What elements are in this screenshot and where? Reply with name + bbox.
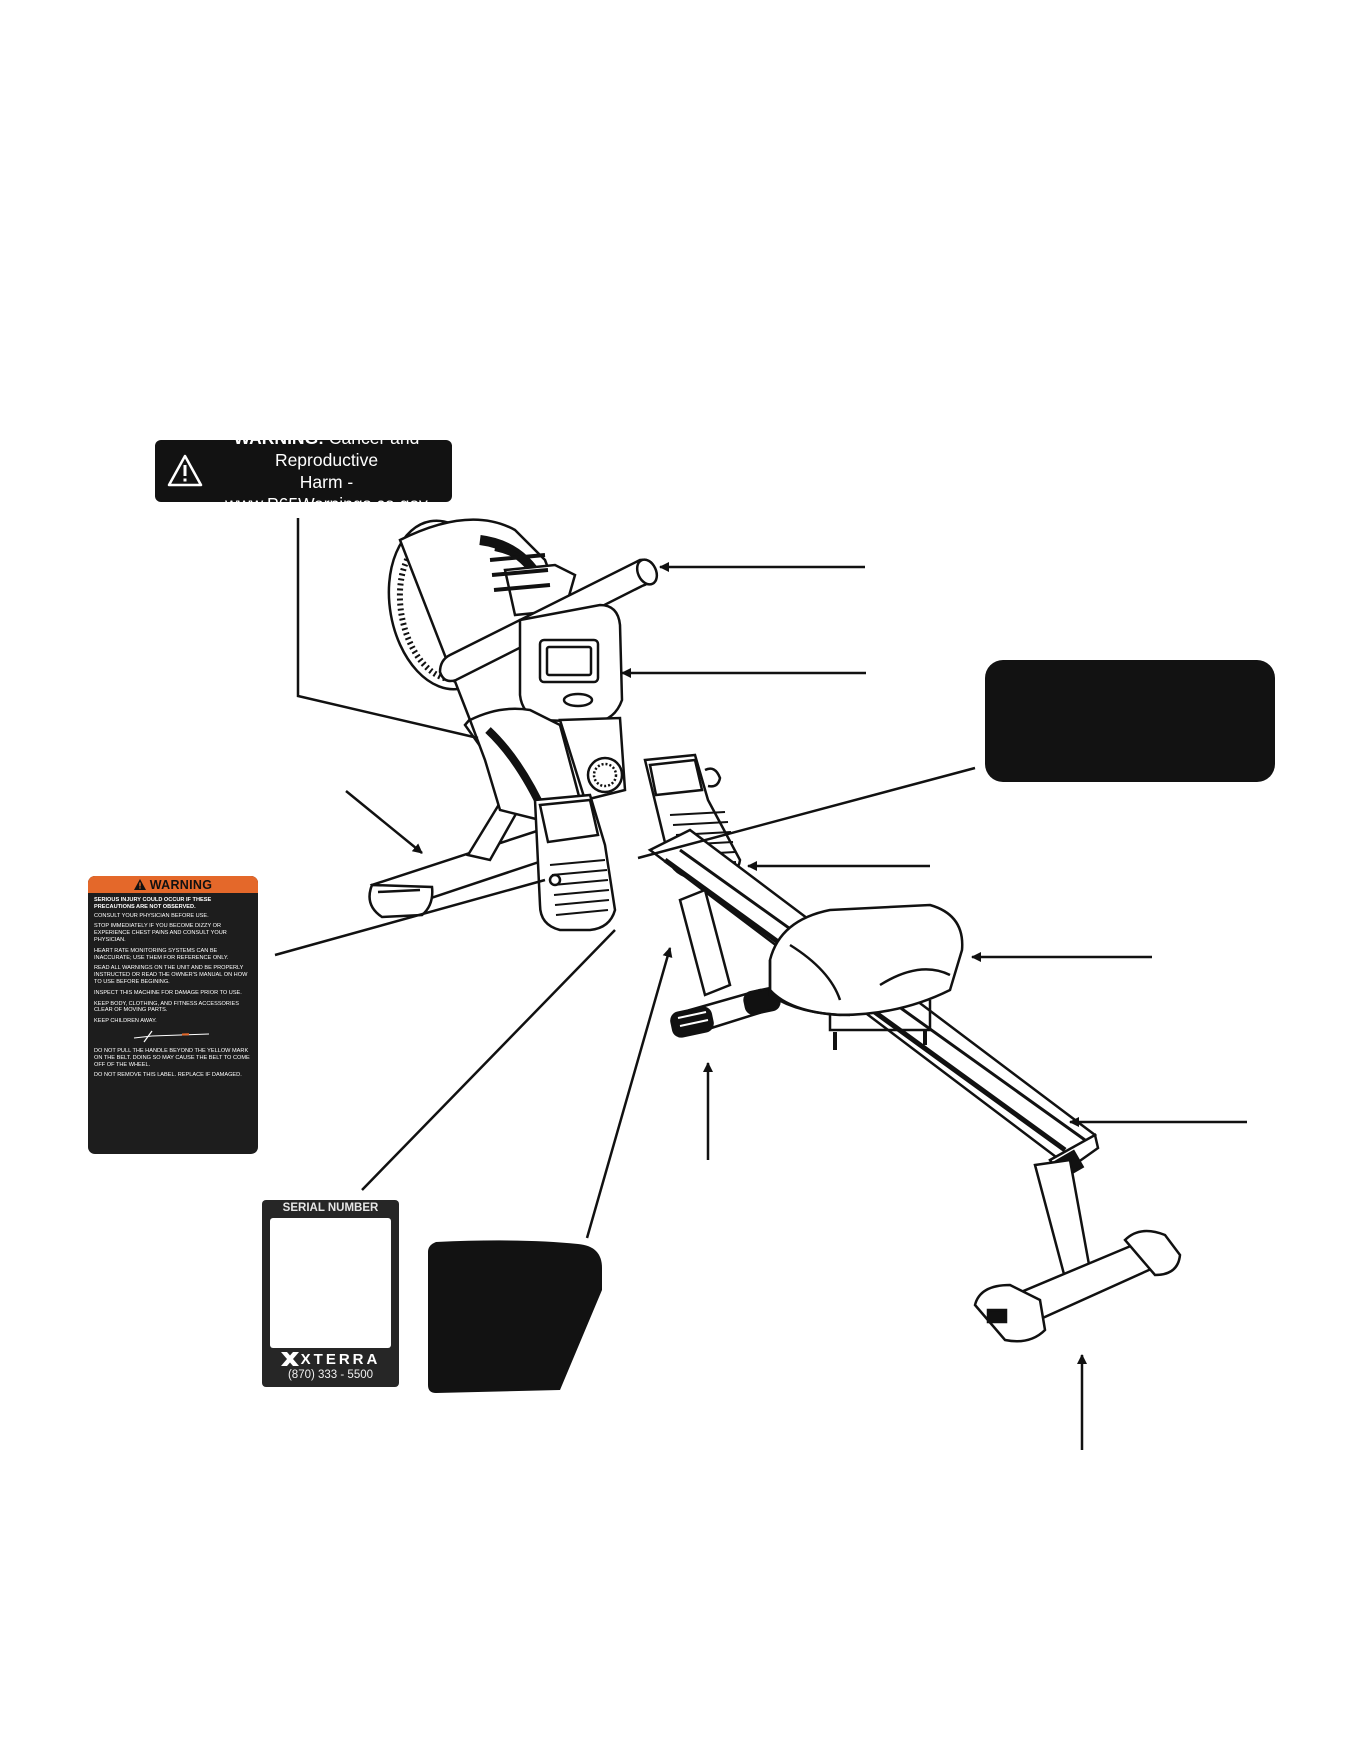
warning-lead: SERIOUS INJURY COULD OCCUR IF THESE PREC…: [94, 897, 212, 910]
p65-warning-word: WARNING:: [233, 428, 325, 448]
serial-brand: XTERRA: [300, 1351, 381, 1368]
serial-title: SERIAL NUMBER: [282, 1202, 379, 1214]
warning-triangle-icon: [133, 879, 146, 890]
callout-arrows: [274, 518, 1247, 1450]
p65-line1: Cancer and Reproductive: [274, 428, 420, 470]
warning-item: INSPECT THIS MACHINE FOR DAMAGE PRIOR TO…: [94, 989, 242, 996]
warning-item: HEART RATE MONITORING SYSTEMS CAN BE INA…: [94, 947, 229, 961]
xterra-x-icon: [280, 1352, 299, 1366]
safety-warning-label: WARNING SERIOUS INJURY COULD OCCUR IF TH…: [88, 876, 258, 1154]
xterra-logo: XTERRA: [262, 1351, 399, 1368]
label-placeholder-right: [985, 660, 1275, 782]
warning-item: KEEP BODY, CLOTHING, AND FITNESS ACCESSO…: [94, 1000, 239, 1014]
warning-item: STOP IMMEDIATELY IF YOU BECOME DIZZY OR …: [94, 923, 227, 943]
console: [518, 603, 624, 724]
warning-item: KEEP CHILDREN AWAY.: [94, 1018, 157, 1025]
center-column: [468, 707, 627, 822]
rear-stabilizer: [973, 1229, 1182, 1343]
warning-item: CONSULT YOUR PHYSICIAN BEFORE USE.: [94, 912, 209, 919]
serial-number-label: SERIAL NUMBER XTERRA (870) 333 - 5500: [262, 1200, 399, 1387]
warning-triangle-icon: [167, 454, 203, 487]
rear-leg: [1033, 1158, 1092, 1280]
warning-item: DO NOT PULL THE HANDLE BEYOND THE YELLOW…: [94, 1047, 250, 1068]
transport-wheels: [670, 986, 781, 1038]
warning-item: DO NOT REMOVE THIS LABEL. REPLACE IF DAM…: [94, 1072, 242, 1079]
seat: [768, 903, 964, 1050]
p65-warning-text: WARNING: Cancer and Reproductive Harm - …: [211, 427, 442, 515]
front-support-leg: [678, 888, 732, 997]
warning-item: READ ALL WARNINGS ON THE UNIT AND BE PRO…: [94, 965, 248, 985]
front-stabilizer: [368, 828, 563, 919]
left-footplate: [533, 793, 617, 932]
warning-header: WARNING: [88, 876, 258, 893]
label-placeholder-bottom: [428, 1240, 602, 1393]
p65-warning-label: WARNING: Cancer and Reproductive Harm - …: [155, 428, 452, 514]
warning-title: WARNING: [149, 877, 213, 892]
p65-line2: Harm - www.P65Warnings.ca.gov: [225, 472, 428, 514]
serial-blank-area: [270, 1218, 391, 1348]
handle-belt-illustration: [94, 1029, 252, 1045]
serial-phone: (870) 333 - 5500: [287, 1369, 374, 1381]
